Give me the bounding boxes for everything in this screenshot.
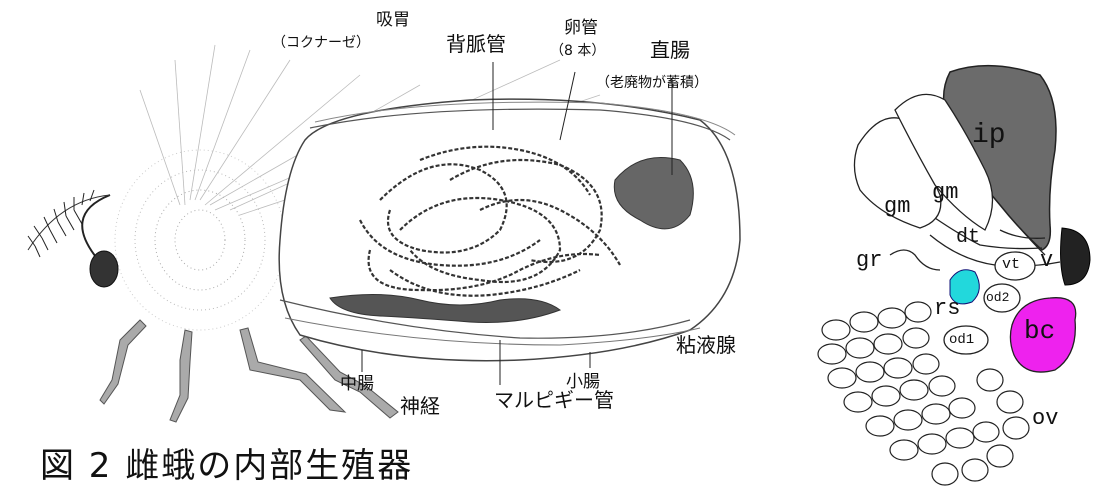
label-suisyo-sub: （コクナーゼ） [272, 35, 370, 51]
antenna [27, 189, 111, 263]
label-bc: bc [1024, 316, 1056, 346]
gm-lobe-2 [894, 93, 994, 231]
ventral-nerve-line [284, 317, 701, 346]
label-chokuchou: 直腸 [650, 38, 690, 62]
label-v: v [1040, 248, 1054, 273]
leader-lines [361, 62, 673, 385]
label-ip: ip [972, 120, 1006, 151]
label-dt: dt [956, 226, 981, 249]
dorsal-vessel-line [309, 108, 731, 141]
label-vt: vt [1002, 256, 1021, 273]
label-od2: od2 [986, 290, 1010, 305]
rs-organ [949, 269, 980, 305]
dorsal-vessel-line-2 [314, 101, 736, 136]
label-marupigi: マルピギー管 [494, 388, 614, 412]
label-nenekisen: 粘液腺 [676, 333, 736, 357]
figure-caption: 図 2 雌蛾の内部生殖器 [40, 446, 414, 486]
rectum [613, 157, 694, 230]
label-chuuchou: 中腸 [340, 374, 374, 394]
v-tip [1060, 227, 1091, 286]
label-gm-1: gm [884, 194, 911, 219]
label-shinkei: 神経 [400, 394, 440, 418]
label-gm-2: gm [932, 180, 959, 205]
ovary-eggs [817, 301, 1030, 486]
label-rankan: 卵管 [564, 18, 598, 38]
vt-organ [994, 251, 1036, 281]
ovarioles [359, 145, 621, 297]
od1-organ [943, 325, 989, 355]
label-shouchou: 小腸 [566, 372, 600, 392]
label-od1: od1 [949, 332, 975, 348]
od2-organ [983, 283, 1021, 313]
label-rankan-sub: （8 本） [550, 43, 606, 59]
label-rs: rs [934, 296, 961, 321]
bc-organ [1009, 297, 1077, 373]
legs [99, 319, 399, 423]
compound-eye [89, 250, 119, 288]
label-suisyo: 吸胃 [376, 10, 410, 30]
label-haimyakukan: 背脈管 [446, 32, 506, 56]
label-ov: ov [1032, 406, 1059, 431]
ventral-line [279, 299, 691, 339]
midgut [329, 293, 562, 323]
label-chokuchou-sub: （老廃物が蓄積） [596, 75, 708, 91]
label-gr: gr [856, 248, 883, 273]
